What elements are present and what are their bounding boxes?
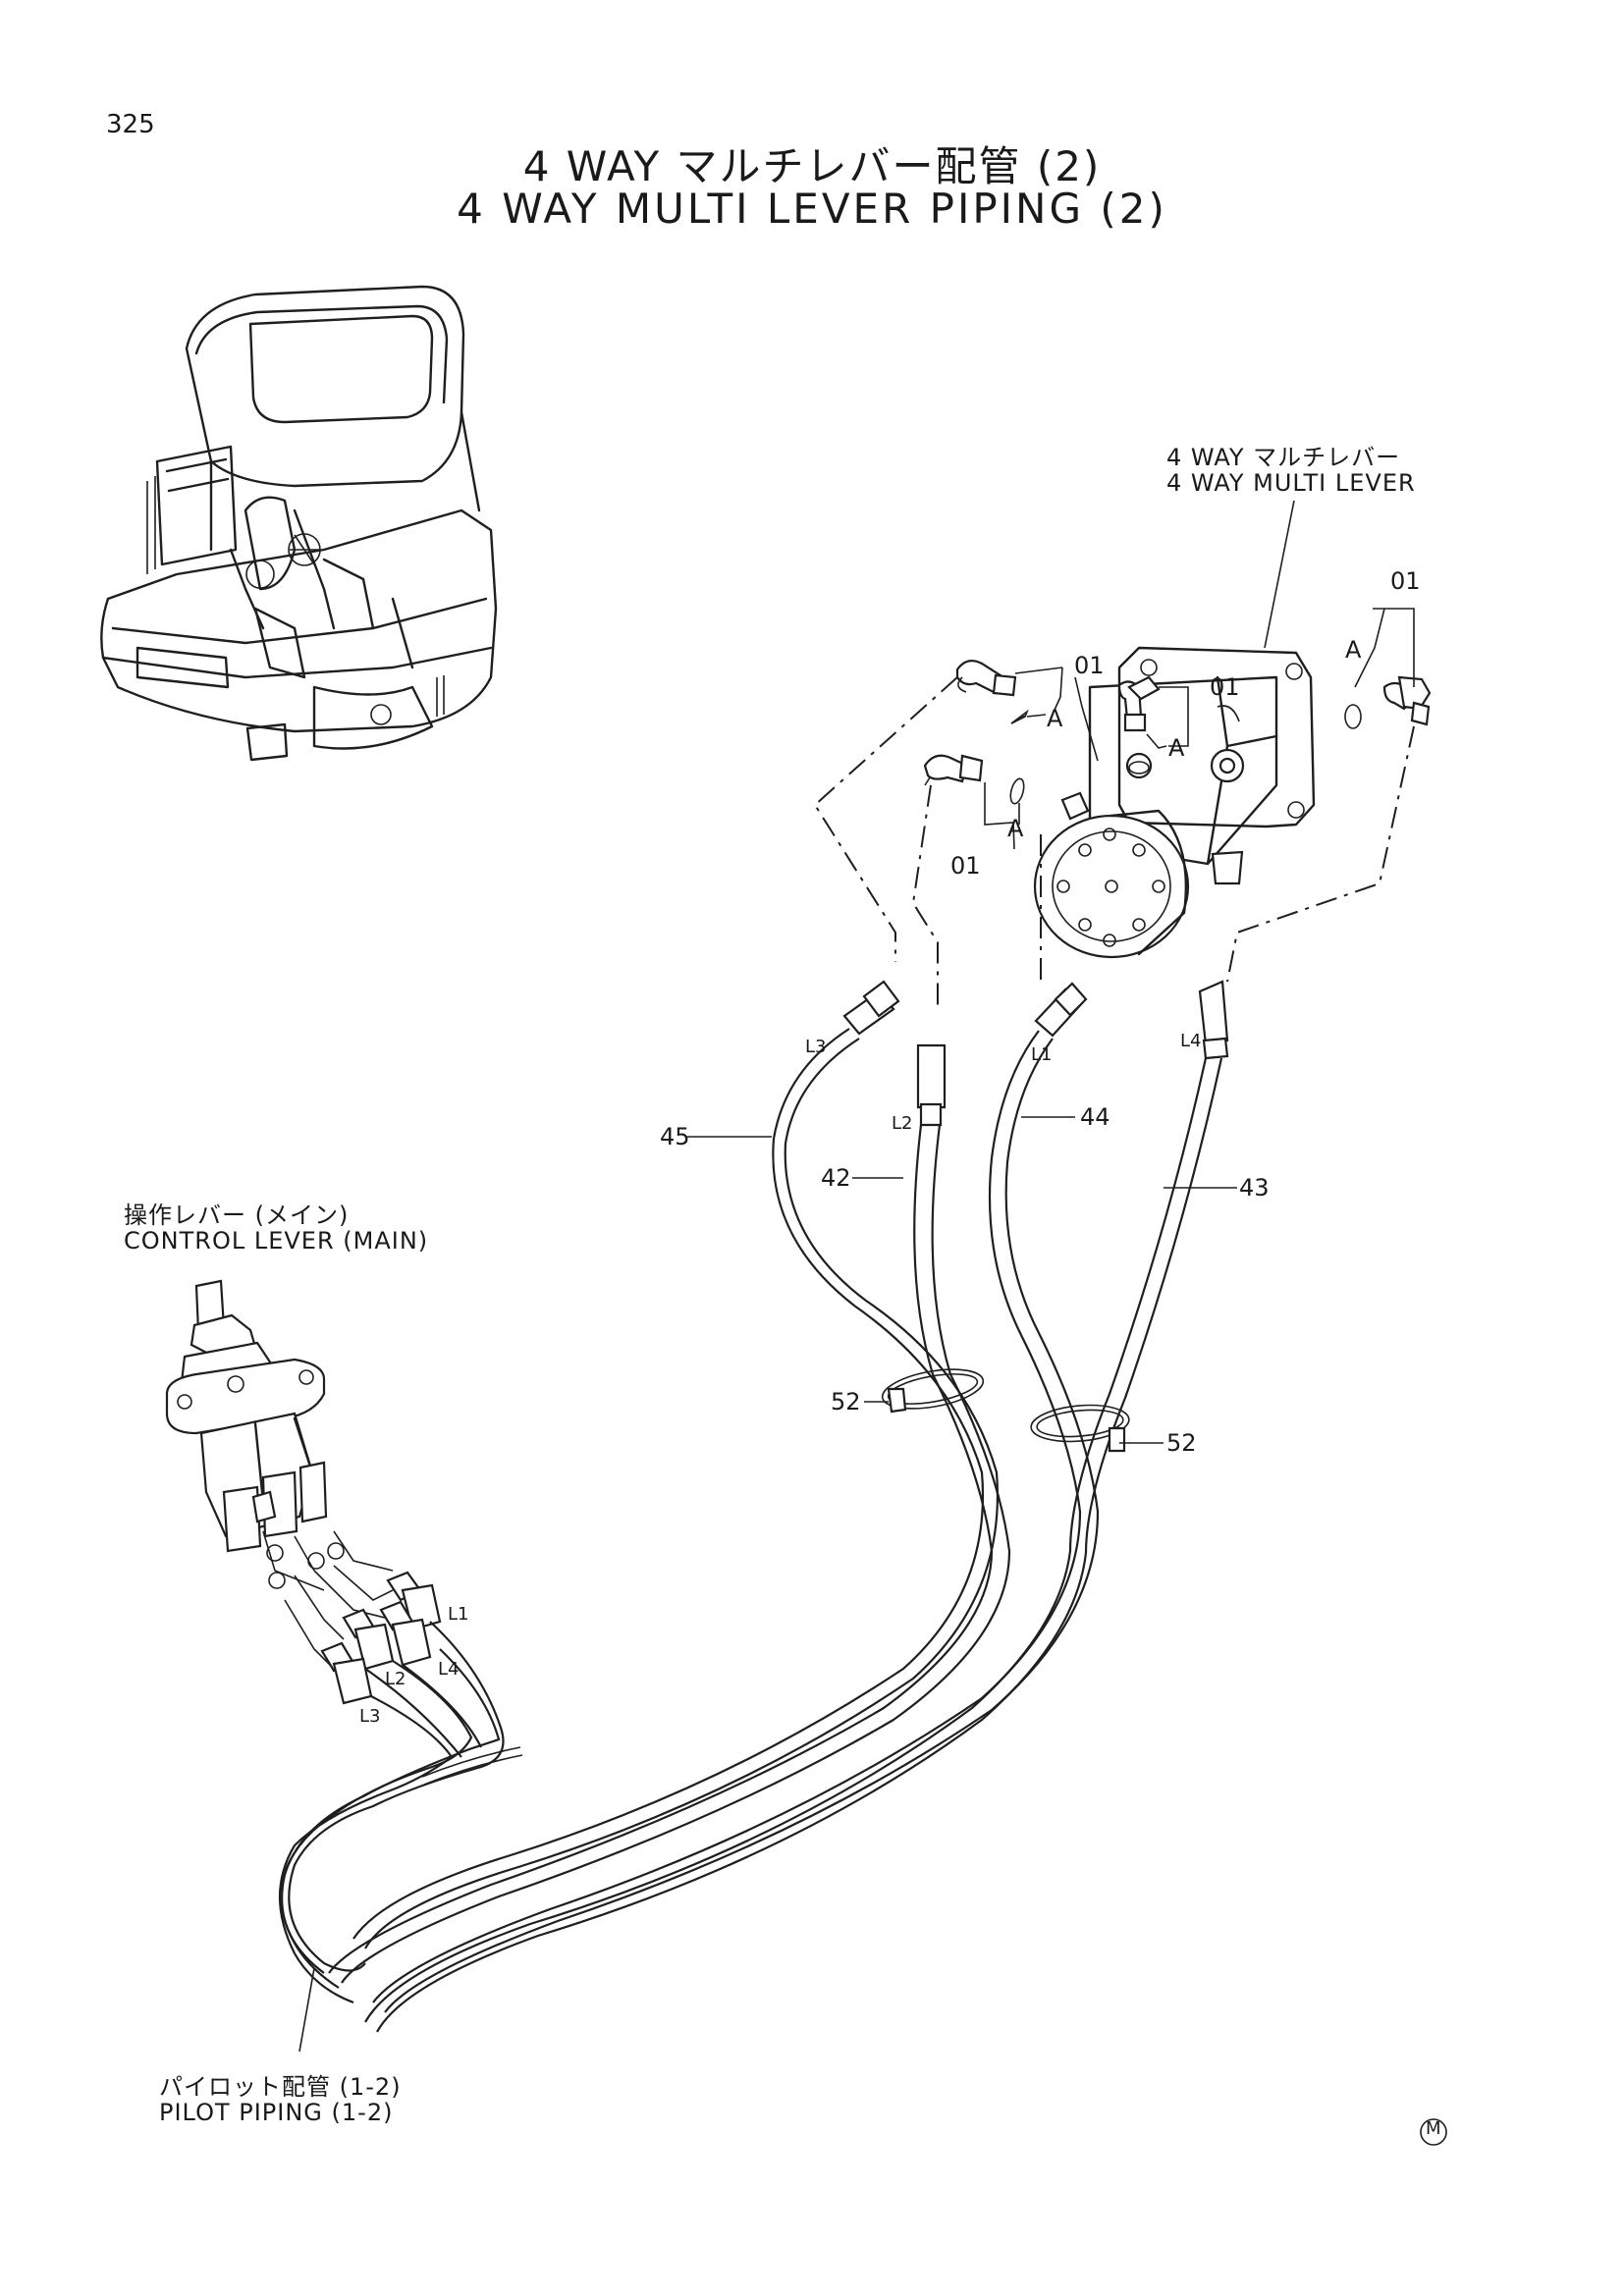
tag-top-l1: L1 bbox=[1031, 1044, 1053, 1065]
label-pilot-piping-jp: パイロット配管 (1-2) bbox=[159, 2073, 402, 2101]
label-control-lever-en: CONTROL LEVER (MAIN) bbox=[124, 1227, 429, 1255]
routing-centerlines bbox=[813, 676, 1415, 1011]
tag-top-l4: L4 bbox=[1180, 1031, 1202, 1051]
hose-45 bbox=[352, 980, 999, 1949]
elbow-fitting-left-top bbox=[955, 659, 1017, 697]
callout-01-left-top: 01 bbox=[1074, 652, 1105, 679]
hose-42 bbox=[328, 1043, 1011, 1984]
tag-bottom-l3: L3 bbox=[359, 1706, 381, 1727]
model-mark-letter: M bbox=[1426, 2118, 1441, 2139]
callout-43: 43 bbox=[1239, 1174, 1270, 1201]
hose-43 bbox=[364, 980, 1229, 2033]
elbow-fitting-right bbox=[1382, 675, 1432, 726]
control-lever-main bbox=[165, 1279, 394, 1591]
tag-bottom-l1: L1 bbox=[448, 1604, 469, 1625]
callout-leaders-01 bbox=[984, 608, 1415, 850]
callout-52-right: 52 bbox=[1166, 1429, 1197, 1457]
callout-a-right: A bbox=[1345, 636, 1362, 664]
label-control-lever-jp: 操作レバー (メイン) bbox=[124, 1201, 350, 1229]
page-title-japanese: 4 WAY マルチレバー配管 (2) bbox=[522, 142, 1102, 190]
hose-clamp-left bbox=[881, 1368, 985, 1414]
tag-bottom-l4: L4 bbox=[438, 1659, 460, 1680]
label-multi-lever-jp: 4 WAY マルチレバー bbox=[1166, 444, 1401, 471]
tag-top-l3: L3 bbox=[805, 1037, 827, 1057]
callout-52-left: 52 bbox=[831, 1388, 861, 1415]
callout-42: 42 bbox=[821, 1164, 851, 1192]
elbow-fitting-left-mid bbox=[923, 754, 984, 786]
hose-clamp-right bbox=[1030, 1404, 1130, 1453]
part-number-leaders bbox=[687, 1116, 1237, 1444]
page-number: 325 bbox=[106, 110, 155, 139]
callout-01-right: 01 bbox=[1390, 567, 1421, 595]
callout-a-left-top: A bbox=[1047, 705, 1063, 732]
callout-a-center: A bbox=[1168, 734, 1185, 762]
callout-44: 44 bbox=[1080, 1103, 1110, 1131]
hose-44 bbox=[372, 982, 1100, 2013]
callout-01-left-mid: 01 bbox=[950, 852, 981, 880]
o-ring-parts bbox=[1009, 704, 1362, 805]
label-multi-lever-en: 4 WAY MULTI LEVER bbox=[1166, 469, 1416, 497]
multi-lever-assembly bbox=[1033, 500, 1316, 959]
model-mark-circle bbox=[1420, 2118, 1447, 2146]
page-title-english: 4 WAY MULTI LEVER PIPING (2) bbox=[457, 185, 1167, 233]
callout-01-center: 01 bbox=[1210, 673, 1240, 701]
control-lever-hose-fittings bbox=[278, 1565, 523, 2053]
tag-top-l2: L2 bbox=[892, 1113, 913, 1134]
tag-bottom-l2: L2 bbox=[385, 1669, 406, 1689]
callout-a-left-mid: A bbox=[1007, 815, 1024, 842]
elbow-fitting-center bbox=[1117, 675, 1161, 732]
callout-45: 45 bbox=[660, 1123, 690, 1150]
excavator-cab-illustration bbox=[100, 285, 498, 762]
label-pilot-piping-en: PILOT PIPING (1-2) bbox=[159, 2099, 394, 2126]
